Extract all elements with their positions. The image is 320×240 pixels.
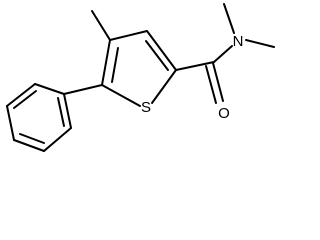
phenyl-double-3 [57,97,65,127]
atom-sulfur-label: S [141,99,151,116]
bond-c4-c3 [109,30,148,41]
bond-carbonyl-o-a [212,62,224,102]
phenyl-double-1 [13,90,37,109]
bond-c5-c4-outer [101,39,111,86]
phenyl-bond-1 [34,83,65,95]
atom-nitrogen-label: N [233,33,244,50]
bond-c3-c2-inner [145,40,169,71]
phenyl-bond-5 [43,127,72,152]
phenyl-bond-2 [6,83,36,107]
bond-carbonyl-n [213,45,233,63]
bond-carbonyl-o-b [205,65,217,104]
atom-oxygen-label: O [218,105,230,122]
phenyl-double-2 [19,133,45,144]
bond-c5-phenyl [63,84,103,95]
phenyl-bond-4 [13,139,45,152]
bond-methyl-c4 [91,10,111,41]
bond-s-c5 [101,84,141,107]
bond-n-methyl-up [223,3,235,34]
bond-c3-c2-outer [146,30,177,71]
bond-c2-carbonyl [175,61,215,71]
bond-c2-s [151,69,177,104]
bond-n-methyl-right [245,39,275,48]
phenyl-bond-3 [6,105,15,141]
structure-diagram: S O N [6,3,275,152]
phenyl-bond-6 [63,93,72,129]
bond-c5-c4-inner [111,47,119,83]
